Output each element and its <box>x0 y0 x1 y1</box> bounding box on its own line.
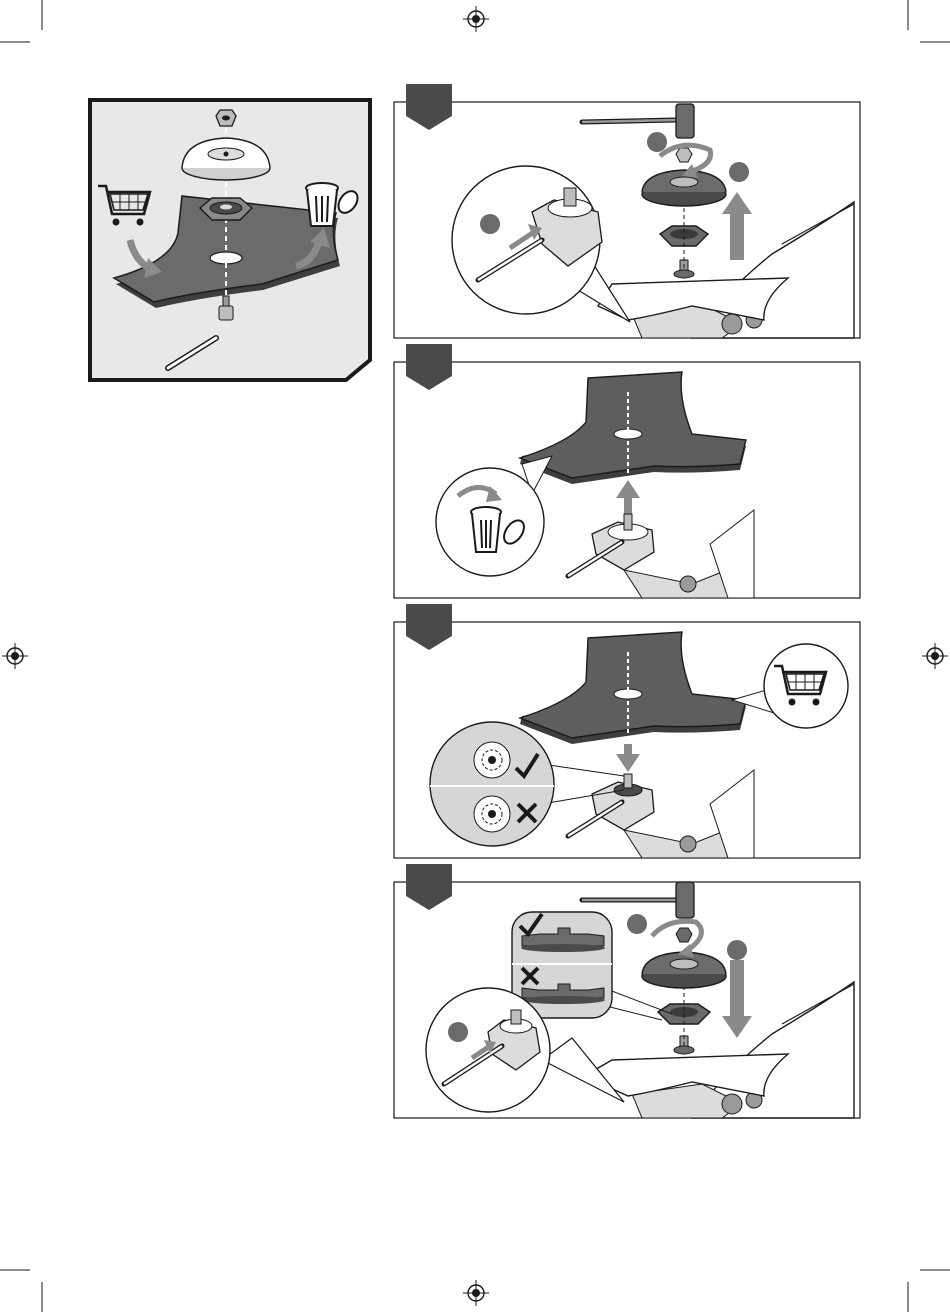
registration-mark-left <box>2 643 28 669</box>
registration-mark-right <box>922 643 948 669</box>
flange-illustration <box>200 198 252 220</box>
nut-illustration <box>676 928 692 942</box>
step-3-panel <box>392 604 862 860</box>
overview-panel <box>88 98 374 384</box>
registration-mark-top <box>463 6 489 32</box>
nut-illustration <box>216 110 236 126</box>
registration-mark-bottom <box>463 1280 489 1306</box>
nut-illustration <box>676 148 692 162</box>
step-4-panel <box>392 864 862 1120</box>
step-1-panel <box>392 84 862 340</box>
step-2-panel <box>392 344 862 600</box>
